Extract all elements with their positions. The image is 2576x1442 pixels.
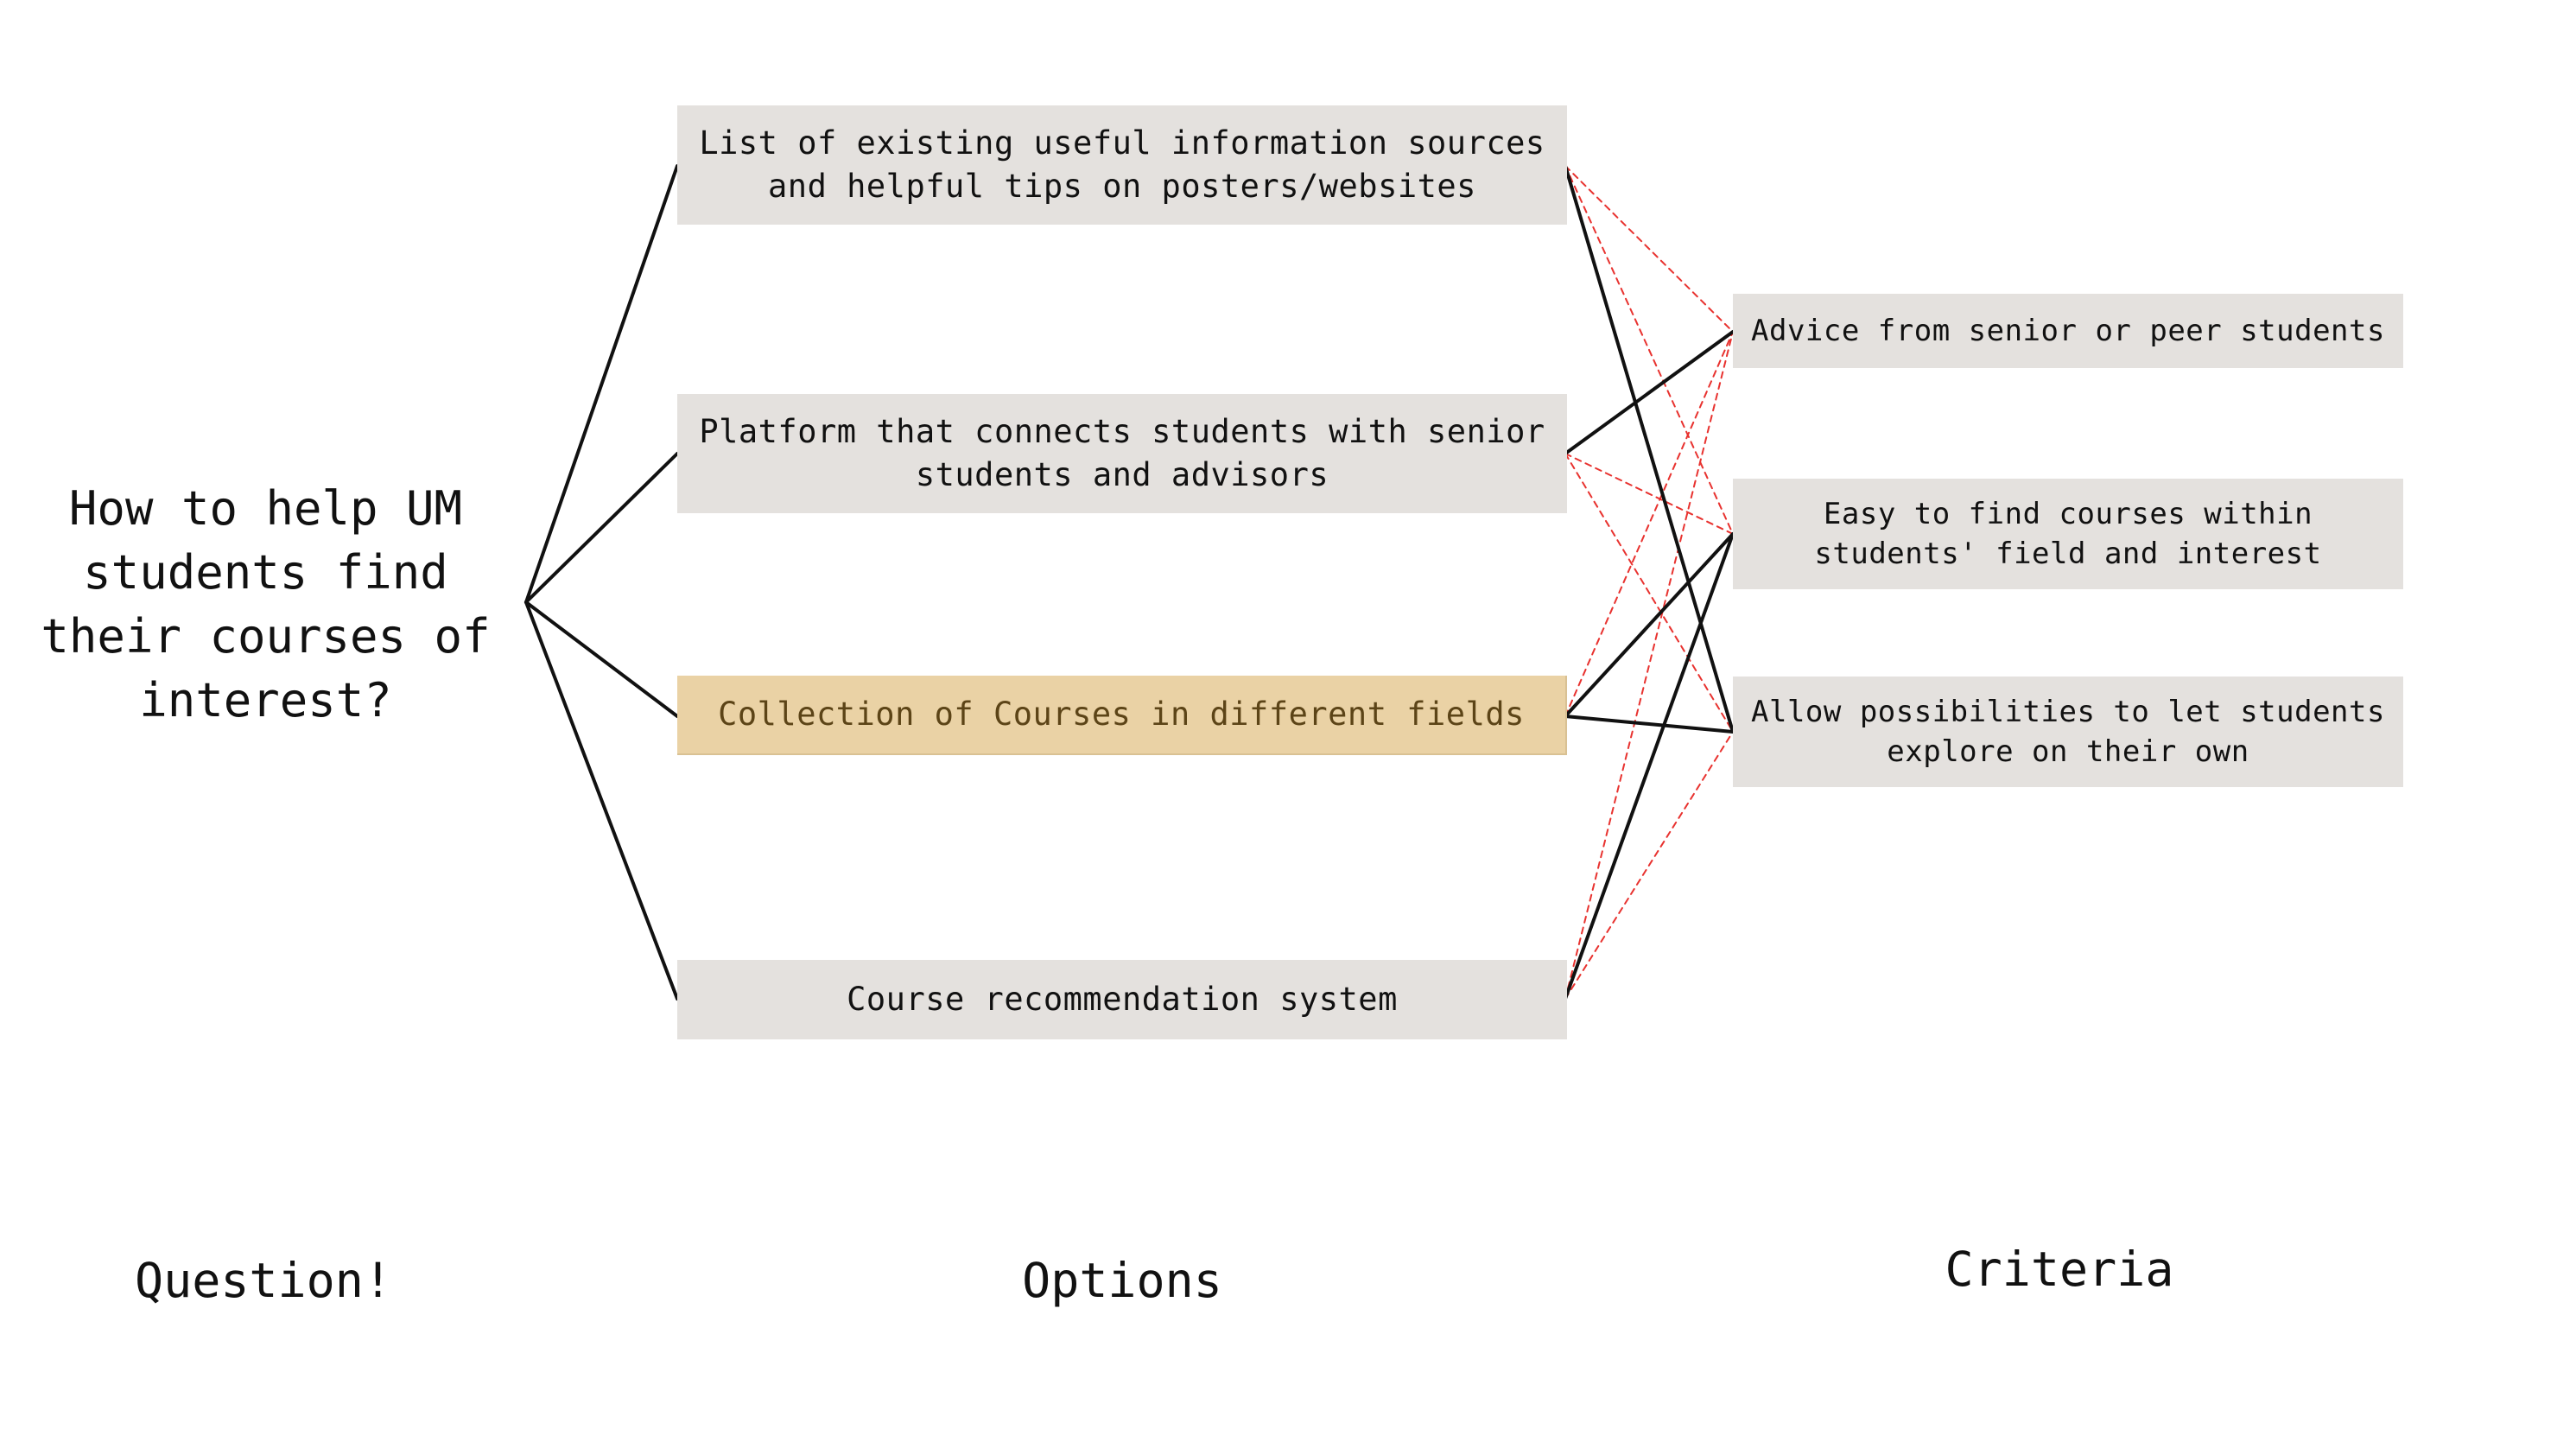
criterion-box-explore: Allow possibilities to let students expl…	[1733, 677, 2403, 787]
question-connector-opt3	[524, 600, 679, 718]
solid-connector-opt2-crit1	[1564, 330, 1735, 455]
question-text: How to help UM students find their cours…	[41, 481, 491, 727]
option-box-recommendation-system: Course recommendation system	[677, 960, 1567, 1039]
solid-connector-opt1-crit3	[1564, 164, 1735, 734]
question-connector-opt4	[524, 600, 679, 1001]
dashed-connector-opt1-crit1	[1564, 165, 1734, 333]
dashed-connector-opt2-crit2	[1564, 453, 1734, 535]
option-box-mentoring-platform: Platform that connects students with sen…	[677, 394, 1567, 513]
option-box-course-collection: Collection of Courses in different field…	[677, 676, 1567, 755]
dashed-connector-opt2-crit3	[1564, 453, 1734, 733]
solid-connector-opt3-crit3	[1564, 715, 1735, 734]
question-connector-opt2	[524, 452, 679, 604]
solid-connector-opt4-crit2	[1564, 532, 1735, 1001]
column-label-options: Options	[1022, 1253, 1222, 1308]
question-connector-opt1	[524, 164, 679, 604]
dashed-connector-opt1-crit2	[1564, 165, 1734, 535]
solid-connector-opt3-crit2	[1564, 532, 1735, 718]
criterion-box-find-courses: Easy to find courses within students' fi…	[1733, 479, 2403, 589]
option-box-info-sources: List of existing useful information sour…	[677, 105, 1567, 225]
criterion-box-peer-advice: Advice from senior or peer students	[1733, 294, 2403, 368]
dashed-connector-opt4-crit1	[1564, 331, 1734, 1000]
column-label-criteria: Criteria	[1945, 1242, 2174, 1297]
column-label-question: Question!	[134, 1253, 392, 1308]
dashed-connector-opt4-crit3	[1564, 731, 1734, 1000]
dashed-connector-opt3-crit1	[1564, 331, 1734, 717]
